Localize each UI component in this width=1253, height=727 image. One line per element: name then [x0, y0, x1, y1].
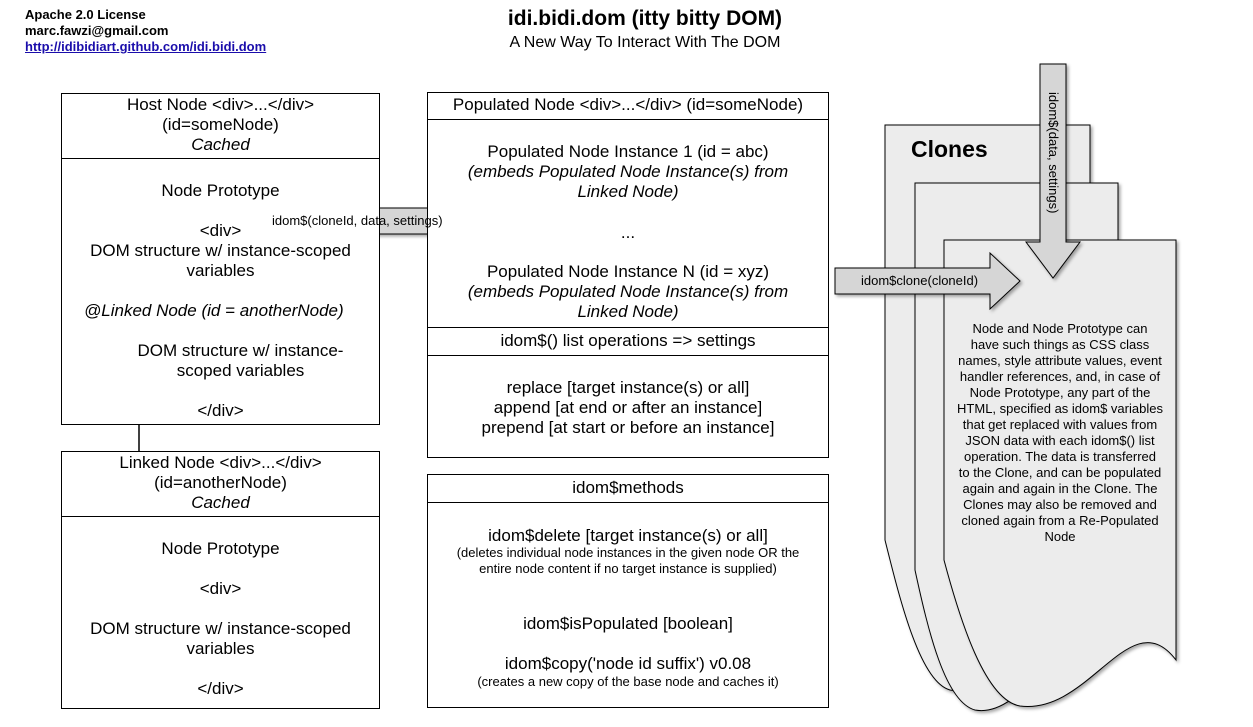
populated-node-header: Populated Node <div>...</div> (id=someNo… [452, 95, 804, 114]
host-node-header: Host Node <div>...</div> (id=someNode) C… [62, 95, 379, 155]
op-replace: replace [target instance(s) or all] [506, 378, 750, 397]
method-delete: idom$delete [target instance(s) or all] [488, 526, 768, 545]
host-dom-structure: DOM structure w/ instance-scoped variabl… [90, 241, 351, 280]
author-email: marc.fawzi@gmail.com [25, 23, 169, 38]
method-is-populated: idom$isPopulated [boolean] [523, 614, 733, 633]
host-nested-dom: DOM structure w/ instance-scoped variabl… [137, 341, 344, 380]
linked-node-title: Linked Node <div>...</div> [119, 453, 322, 472]
idom-call-label: idom$(cloneId, data, settings) [272, 213, 443, 228]
linked-node-header: Linked Node <div>...</div> (id=anotherNo… [62, 453, 379, 513]
linked-div-close: </div> [197, 679, 244, 698]
page-title: idi.bidi.dom (itty bitty DOM) [507, 7, 783, 30]
linked-node-box: Linked Node <div>...</div> (id=anotherNo… [61, 451, 380, 709]
host-node-box: Host Node <div>...</div> (id=someNode) C… [61, 93, 380, 425]
linked-div-open: <div> [199, 579, 242, 598]
page-subtitle: A New Way To Interact With The DOM [509, 34, 781, 51]
linked-dom-structure: DOM structure w/ instance-scoped variabl… [90, 619, 351, 658]
host-div-close: </div> [197, 401, 244, 420]
instances-ellipsis: ... [620, 223, 636, 242]
host-div-open: <div> [199, 221, 242, 240]
instance-n-note: (embeds Populated Node Instance(s) from … [467, 282, 789, 321]
linked-node-id: (id=anotherNode) [154, 473, 287, 492]
methods-box: idom$methods idom$delete [target instanc… [427, 474, 829, 708]
populated-node-box: Populated Node <div>...</div> (id=someNo… [427, 92, 829, 458]
methods-header: idom$methods [572, 478, 684, 497]
host-node-cached: Cached [191, 135, 250, 154]
op-prepend: prepend [at start or before an instance] [481, 418, 775, 437]
list-ops-header: idom$() list operations => settings [500, 331, 756, 350]
linked-node-cached: Cached [191, 493, 250, 512]
project-link[interactable]: http://idibidiart.github.com/idi.bidi.do… [25, 39, 267, 54]
instance-n-title: Populated Node Instance N (id = xyz) [486, 262, 770, 281]
data-settings-label: idom$(data, settings) [1046, 92, 1061, 214]
host-node-title: Host Node <div>...</div> [126, 95, 315, 114]
linked-prototype-title: Node Prototype [161, 539, 280, 558]
op-append: append [at end or after an instance] [493, 398, 763, 417]
clones-title: Clones [911, 136, 988, 162]
license-label: Apache 2.0 License [25, 7, 146, 22]
instance-1-note: (embeds Populated Node Instance(s) from … [467, 162, 789, 201]
clones-description: Node and Node Prototype can have such th… [957, 321, 1163, 544]
clone-call-label: idom$clone(cloneId) [861, 273, 979, 288]
host-linked-node-ref: @Linked Node (id = anotherNode) [84, 301, 344, 320]
host-node-id: (id=someNode) [162, 115, 279, 134]
instance-1-title: Populated Node Instance 1 (id = abc) [487, 142, 769, 161]
method-delete-note: (deletes individual node instances in th… [456, 545, 800, 576]
host-prototype-title: Node Prototype [161, 181, 280, 200]
data-settings-arrow [1025, 63, 1081, 279]
method-copy-note: (creates a new copy of the base node and… [477, 674, 779, 689]
method-copy: idom$copy('node id suffix') v0.08 [504, 654, 752, 673]
clone-call-arrow [834, 251, 1021, 311]
clone-page-front [943, 239, 1177, 707]
